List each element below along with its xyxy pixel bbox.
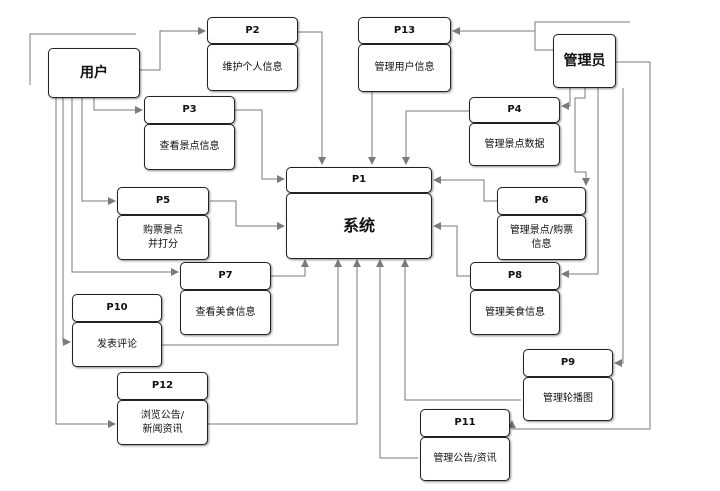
process-p6-header: P6 xyxy=(497,187,586,215)
edge-p10-p1 xyxy=(162,259,342,346)
process-p3-header: P3 xyxy=(144,96,235,124)
process-p3-body: 查看景点信息 xyxy=(144,124,235,170)
edge-user-p7 xyxy=(71,98,179,276)
edge-p5-p1 xyxy=(210,200,285,230)
process-p13-body: 管理用户信息 xyxy=(358,44,451,92)
process-p5-body: 购票景点 并打分 xyxy=(117,215,209,260)
edge-admin-p6 xyxy=(574,88,590,186)
process-p9-header: P9 xyxy=(523,349,613,377)
edge-user-p2 xyxy=(140,27,206,71)
process-p13-header: P13 xyxy=(358,17,451,44)
edge-admin-p8 xyxy=(561,88,599,278)
edge-admin-p9 xyxy=(614,88,624,367)
process-p7-header: P7 xyxy=(180,262,271,290)
process-p10-header: P10 xyxy=(72,294,162,322)
process-p6-body: 管理景点/购票 信息 xyxy=(497,215,586,260)
edge-p3-p1 xyxy=(235,109,285,183)
edge-user-p10 xyxy=(62,98,71,346)
process-p2-body: 维护个人信息 xyxy=(207,44,298,91)
edge-p9-p1 xyxy=(401,259,521,401)
edge-admin-p11 xyxy=(508,61,651,430)
process-p11-header: P11 xyxy=(420,409,510,437)
edge-admin-p13 xyxy=(452,27,553,51)
process-p2-header: P2 xyxy=(207,17,298,44)
edge-p6-p1 xyxy=(433,176,497,202)
process-p8-body: 管理美食信息 xyxy=(470,290,560,335)
process-p10-body: 发表评论 xyxy=(72,322,162,367)
edge-p2-p1 xyxy=(298,31,326,165)
process-p12-header: P12 xyxy=(117,372,208,400)
process-p1-body: 系统 xyxy=(286,193,432,259)
actor-admin: 管理员 xyxy=(553,34,616,88)
process-p1-header: P1 xyxy=(286,167,432,193)
edge-user-p5 xyxy=(81,98,116,205)
decor-line-user xyxy=(29,33,136,85)
process-p5-header: P5 xyxy=(117,187,209,215)
process-p4-body: 管理景点数据 xyxy=(469,123,560,166)
edge-p8-p1 xyxy=(433,222,470,277)
process-p9-body: 管理轮播图 xyxy=(523,377,613,421)
process-p8-header: P8 xyxy=(470,262,560,290)
edge-p7-p1 xyxy=(271,259,309,277)
edge-user-p3 xyxy=(93,98,143,114)
edge-admin-p4 xyxy=(561,88,571,110)
process-p7-body: 查看美食信息 xyxy=(180,290,271,335)
process-p11-body: 管理公告/资讯 xyxy=(420,437,510,481)
actor-user: 用户 xyxy=(48,48,140,98)
edge-p4-p1 xyxy=(402,110,469,165)
process-p12-body: 浏览公告/ 新闻资讯 xyxy=(117,400,208,445)
edge-p12-p1 xyxy=(208,259,361,425)
process-p4-header: P4 xyxy=(469,97,560,123)
edge-user-p12 xyxy=(55,98,116,428)
edge-p11-p1 xyxy=(376,259,418,459)
